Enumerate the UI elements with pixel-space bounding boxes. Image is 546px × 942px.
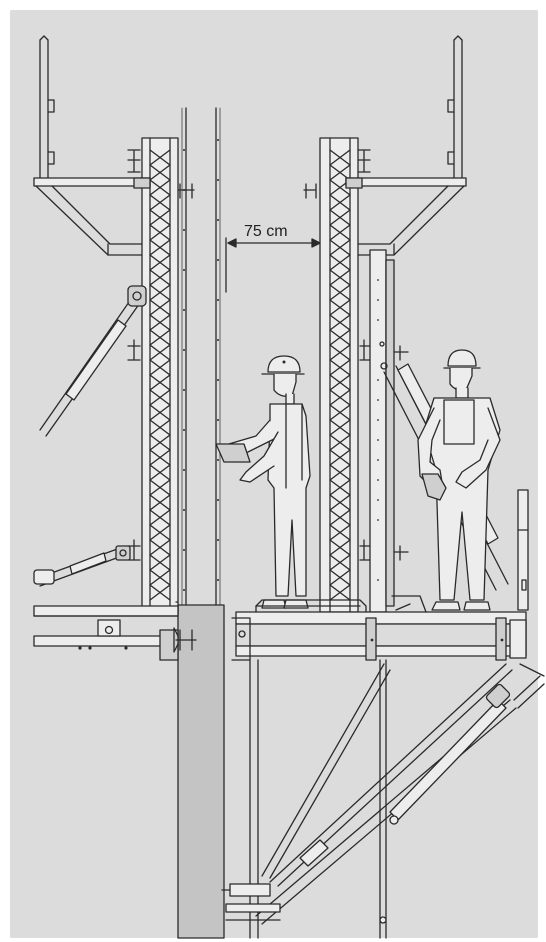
left-top-platform [33, 35, 151, 561]
form-tie-dots [183, 139, 219, 591]
dimension-75cm: 75 cm [225, 223, 323, 293]
left-formwork-panel [141, 137, 179, 613]
right-top-platform [345, 35, 467, 256]
worker-right [417, 349, 501, 611]
concrete-wall [177, 107, 225, 939]
left-diagonal-brace [39, 285, 147, 437]
lower-hanging-scaffold [221, 659, 545, 939]
worker-left [215, 355, 311, 609]
climbing-rail [359, 249, 409, 613]
left-lower-platform [33, 605, 179, 661]
right-working-platform [231, 489, 529, 661]
dimension-label: 75 cm [244, 223, 288, 240]
left-turnbuckle [33, 545, 131, 587]
right-formwork-panel [303, 137, 359, 613]
climbing-shoes [173, 183, 197, 653]
